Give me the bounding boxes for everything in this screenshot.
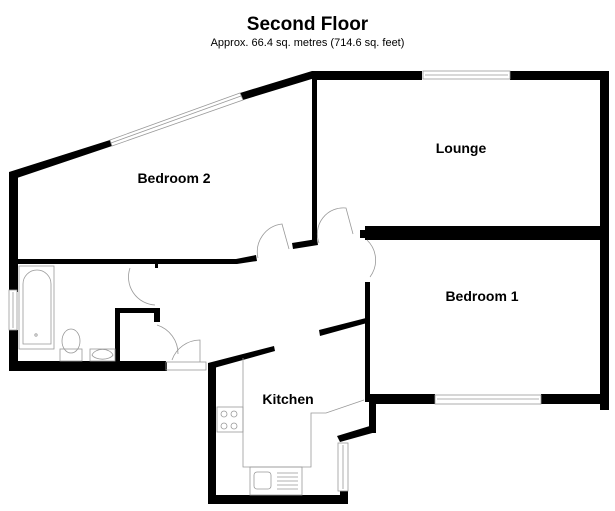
door-lounge [316, 207, 354, 244]
door-bedroom-1 [366, 239, 376, 278]
room-label-kitchen: Kitchen [262, 391, 313, 407]
door-front [171, 339, 201, 362]
kitchen-fixtures [216, 358, 365, 496]
door-cupboard [156, 324, 179, 355]
door-bedroom-2 [256, 223, 290, 259]
floor-area: Approx. 66.4 sq. metres (714.6 sq. feet) [210, 37, 405, 49]
room-label-lounge: Lounge [436, 140, 487, 156]
kitchen-sink-icon [249, 466, 303, 496]
windows [8, 70, 542, 492]
room-label-bedroom-1: Bedroom 1 [445, 288, 518, 304]
door-bathroom [128, 267, 156, 306]
kitchen-worktop [242, 358, 365, 468]
window-bedroom-1 [434, 394, 542, 405]
bath-icon [18, 265, 55, 350]
hob-icon [216, 406, 244, 433]
bathroom-fixtures [18, 265, 116, 362]
floor-title: Second Floor [246, 14, 369, 35]
room-label-bedroom-2: Bedroom 2 [137, 170, 210, 186]
toilet-icon [59, 348, 83, 362]
walls [9, 71, 609, 504]
doors [128, 207, 376, 371]
